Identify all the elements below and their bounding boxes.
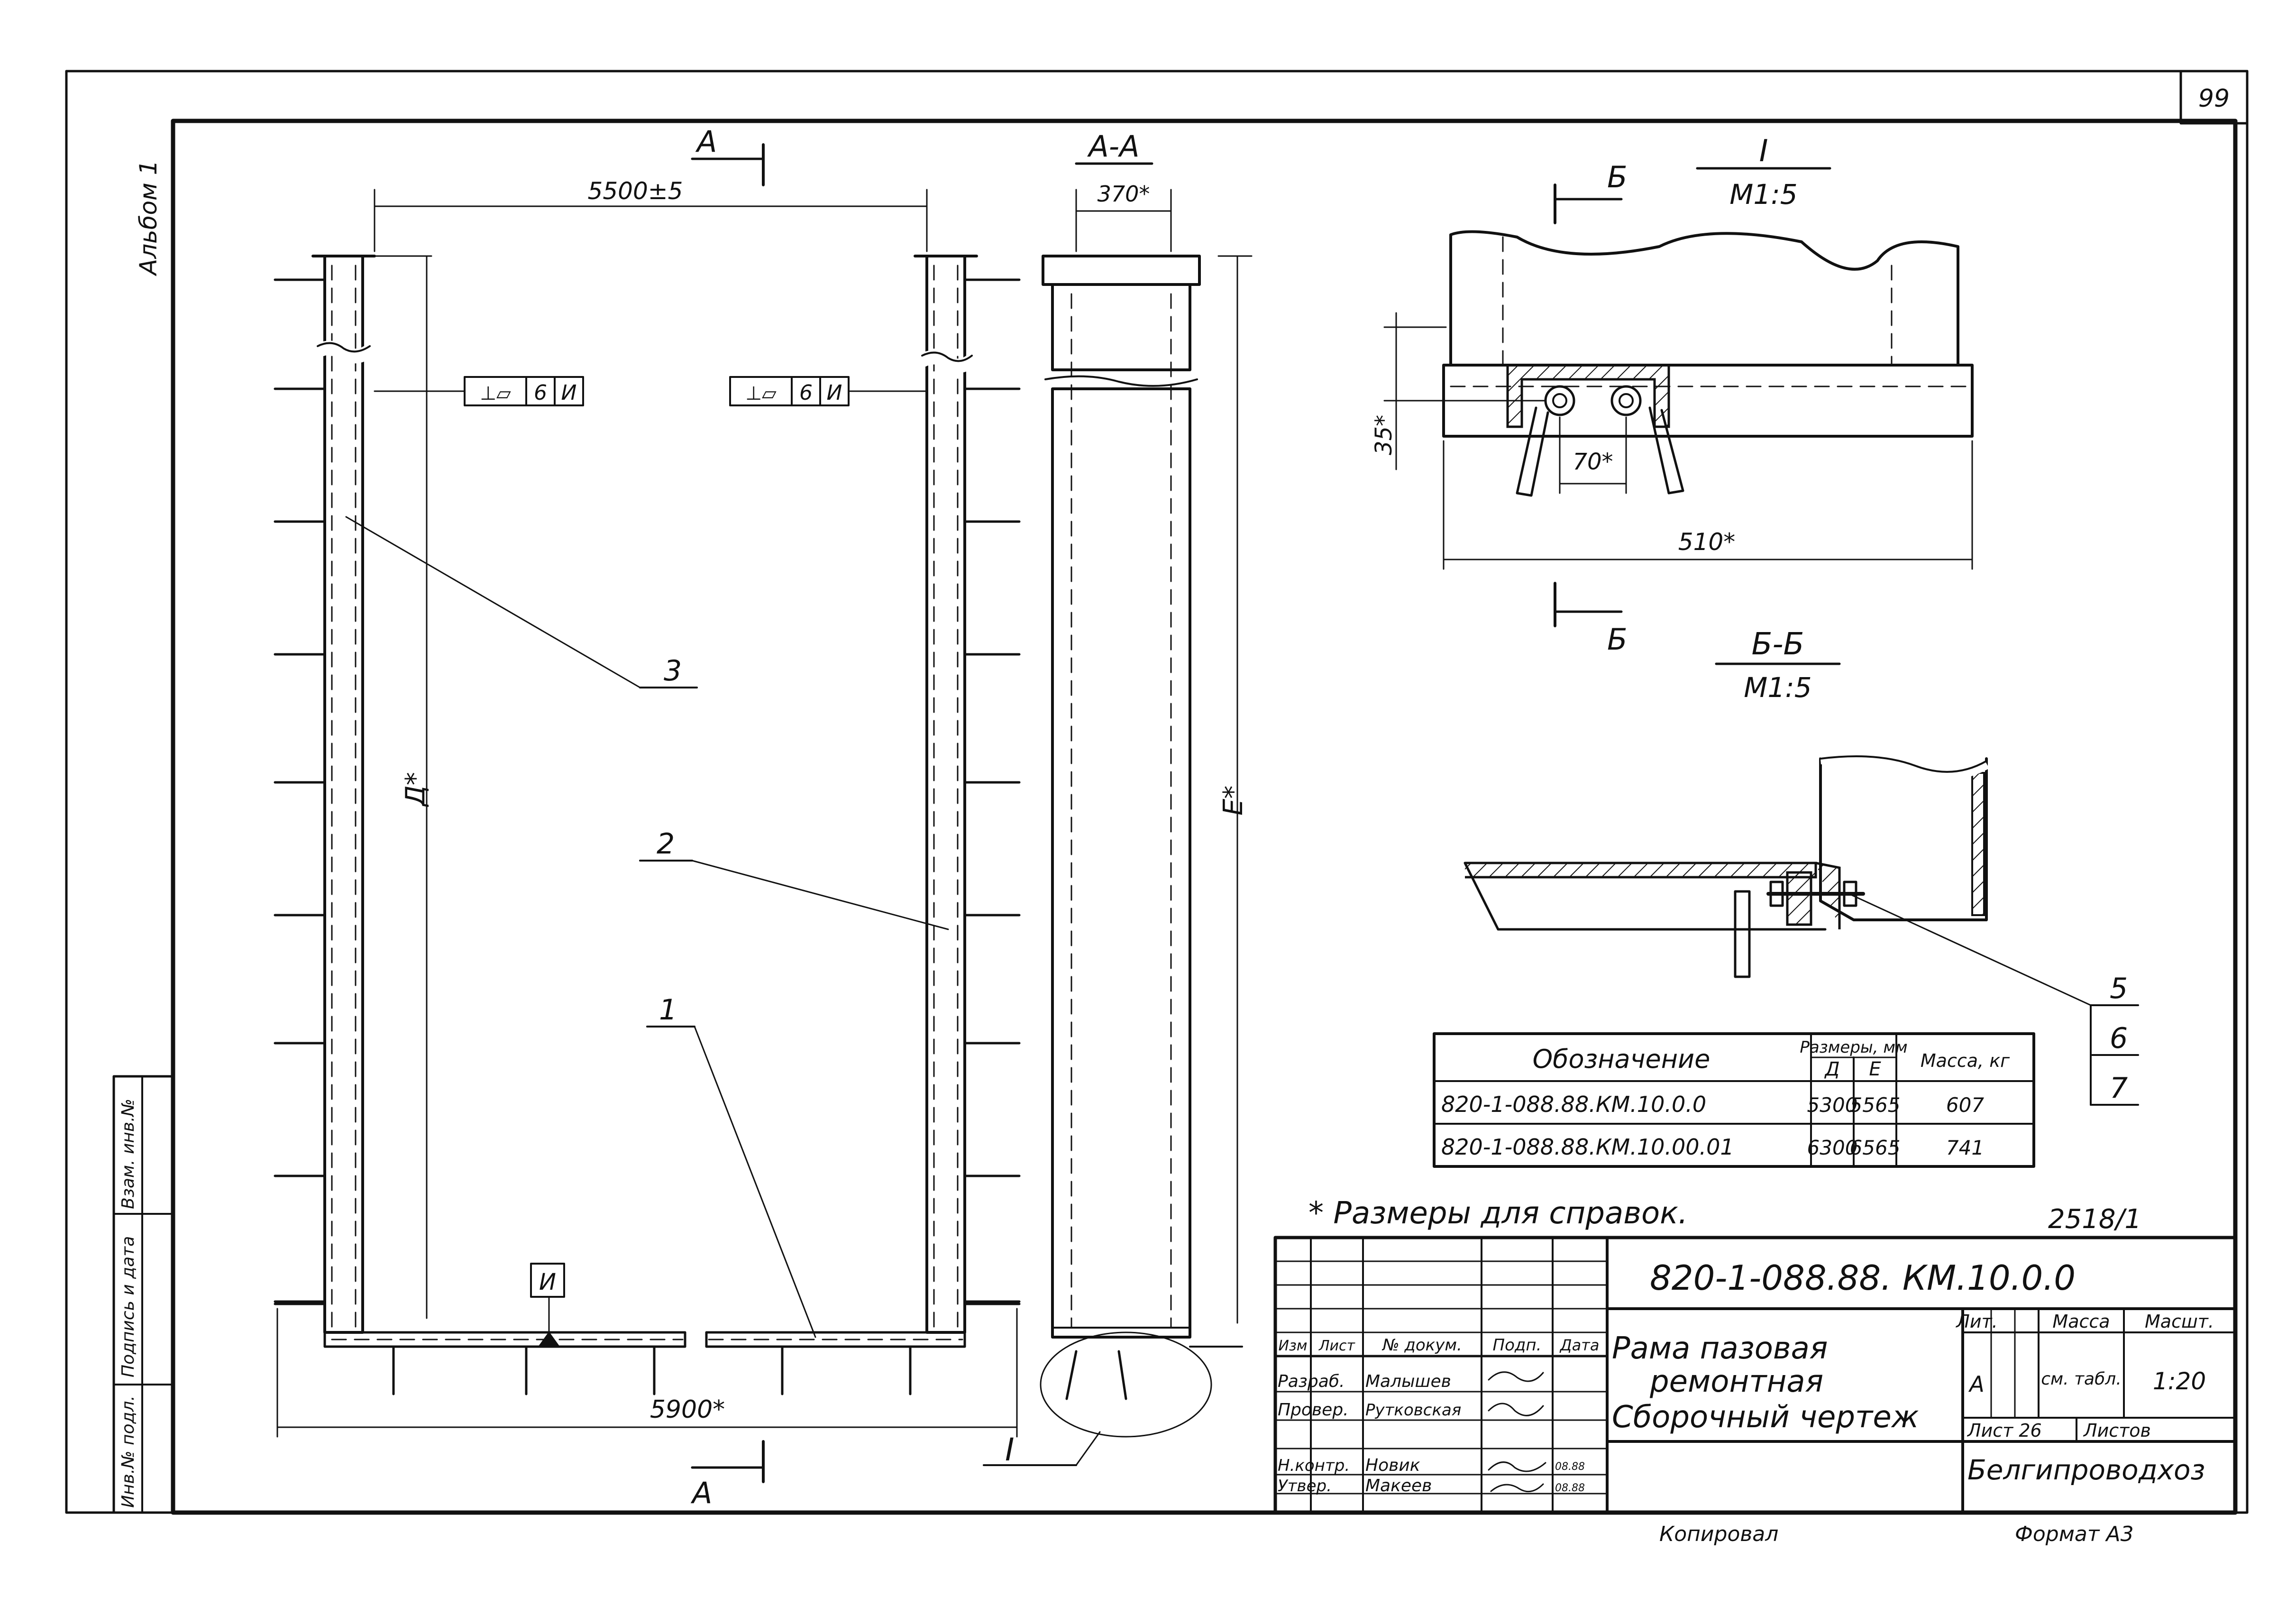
table-header-sizes: Размеры, мм [1800, 1038, 1907, 1057]
archive-number: 2518/1 [2048, 1204, 2141, 1235]
detail-i-view: I М1:5 Б Б 35* 70* 510* [1371, 134, 1974, 657]
table-row-1-mass: 607 [1946, 1093, 1984, 1117]
title-line-1: Рама пазовая [1612, 1331, 1828, 1366]
dim-5900: 5900* [650, 1395, 725, 1424]
role-dev: Разраб. [1278, 1372, 1345, 1391]
callout-6: 6 [2110, 1022, 2128, 1055]
section-marker-bottom: А [690, 1476, 712, 1510]
lit-value: А [1968, 1371, 1984, 1397]
col-sign: Подп. [1493, 1336, 1542, 1355]
side-stamp: Инв.№ подл. Подпись и дата Взам. инв.№ [112, 1075, 174, 1514]
table-row-1-e: 5565 [1850, 1093, 1901, 1117]
title-line-3: Сборочный чертеж [1612, 1400, 1919, 1435]
drawing-code: 820-1-088.88. КМ.10.0.0 [1650, 1258, 2076, 1298]
page-number: 99 [2198, 84, 2230, 113]
name-check: Рутковская [1365, 1401, 1461, 1420]
scale-label: Масшт. [2145, 1311, 2214, 1332]
reference-note: * Размеры для справок. [1308, 1196, 1688, 1231]
front-view [274, 255, 1021, 1395]
svg-text:⊥▱: ⊥▱ [480, 383, 511, 404]
section-bb-view: Б-Б М1:5 5 6 7 [1464, 627, 2139, 1106]
detail-i-title: I [1759, 134, 1768, 169]
svg-text:6: 6 [534, 381, 547, 405]
callout-2: 2 [657, 827, 675, 861]
table-row-2-mass: 741 [1946, 1136, 1984, 1159]
svg-text:6: 6 [799, 381, 813, 405]
lit-label: Лит. [1955, 1311, 1998, 1332]
sheets-label: Листов [2083, 1420, 2151, 1441]
role-appr: Утвер. [1278, 1477, 1332, 1496]
callout-1: 1 [659, 993, 677, 1027]
mass-label: Масса [2052, 1311, 2110, 1332]
organization: Белгипроводхоз [1967, 1454, 2205, 1486]
section-bb-scale: М1:5 [1744, 671, 1811, 704]
callout-3: 3 [664, 654, 682, 688]
table-header-e: Е [1869, 1058, 1881, 1080]
table-row-1-d: 5300 [1807, 1093, 1858, 1117]
detail-i-scale: М1:5 [1729, 178, 1797, 211]
dim-e: Е* [1218, 786, 1249, 816]
section-marker-top: А [695, 124, 717, 159]
name-dev: Малышев [1365, 1372, 1451, 1391]
sheet-label: Лист 26 [1967, 1420, 2042, 1441]
cut-label-bottom: Б [1607, 622, 1628, 657]
mass-value: см. табл. [2041, 1369, 2122, 1389]
stamp-inv-podl: Инв.№ подл. [119, 1395, 138, 1508]
table-header-designation: Обозначение [1533, 1044, 1711, 1074]
title-block: 820-1-088.88. КМ.10.0.0 Изм Лист № докум… [1273, 1236, 2237, 1514]
role-check: Провер. [1278, 1400, 1349, 1420]
callout-5: 5 [2110, 972, 2128, 1005]
dim-70: 70* [1573, 449, 1613, 475]
album-label: Альбом 1 [135, 160, 162, 276]
table-header-mass: Масса, кг [1921, 1050, 2010, 1071]
name-appr: Макеев [1365, 1476, 1432, 1496]
datum-label: И [539, 1269, 556, 1295]
col-doc: № докум. [1381, 1336, 1462, 1355]
section-aa-view: А-А 370* Е* I [983, 129, 1253, 1468]
dim-d: Д* [400, 772, 431, 807]
front-dimensions: 5500±5 Д* 5900* А А ⊥▱ 6 И ⊥▱ 6 [276, 124, 1018, 1510]
dim-510: 510* [1678, 528, 1735, 556]
table-row-2-designation: 820-1-088.88.КМ.10.00.01 [1441, 1134, 1734, 1160]
stamp-signature-date: Подпись и дата [119, 1236, 138, 1377]
callout-7: 7 [2110, 1072, 2128, 1105]
detail-ref-label: I [1005, 1431, 1014, 1468]
svg-text:И: И [827, 381, 842, 405]
table-row-2-d: 6300 [1807, 1136, 1858, 1159]
title-line-2: ремонтная [1649, 1364, 1823, 1399]
sheet-format: Формат А3 [2015, 1522, 2134, 1546]
table-row-2-e: 6565 [1850, 1136, 1901, 1159]
svg-text:⊥▱: ⊥▱ [745, 383, 777, 404]
tolerance-frame-left: ⊥▱ 6 И [464, 376, 584, 406]
copied-by: Копировал [1659, 1522, 1778, 1546]
date-1: 08.88 [1555, 1461, 1585, 1473]
table-row-1-designation: 820-1-088.88.КМ.10.0.0 [1441, 1092, 1706, 1117]
date-2: 08.88 [1555, 1482, 1585, 1494]
cut-label-top: Б [1607, 160, 1628, 194]
tolerance-frame-right: ⊥▱ 6 И [729, 376, 850, 406]
col-list: Лист [1318, 1338, 1356, 1354]
section-aa-title: А-А [1087, 129, 1139, 164]
scale-value: 1:20 [2153, 1367, 2206, 1395]
section-bb-title: Б-Б [1752, 627, 1804, 662]
col-izm: Изм [1278, 1338, 1307, 1354]
stamp-vzam-inv: Взам. инв.№ [119, 1099, 138, 1209]
svg-text:И: И [561, 381, 577, 405]
dim-35: 35* [1371, 415, 1397, 455]
dim-span: 5500±5 [588, 177, 683, 205]
dim-370: 370* [1098, 181, 1150, 207]
name-norm: Новик [1365, 1456, 1420, 1475]
role-norm: Н.контр. [1278, 1456, 1350, 1475]
variant-table: Обозначение Размеры, мм Д Е Масса, кг 82… [1433, 1032, 2035, 1168]
table-header-d: Д [1824, 1058, 1839, 1080]
sheet-frame [65, 70, 2249, 1515]
col-date: Дата [1559, 1336, 1600, 1354]
